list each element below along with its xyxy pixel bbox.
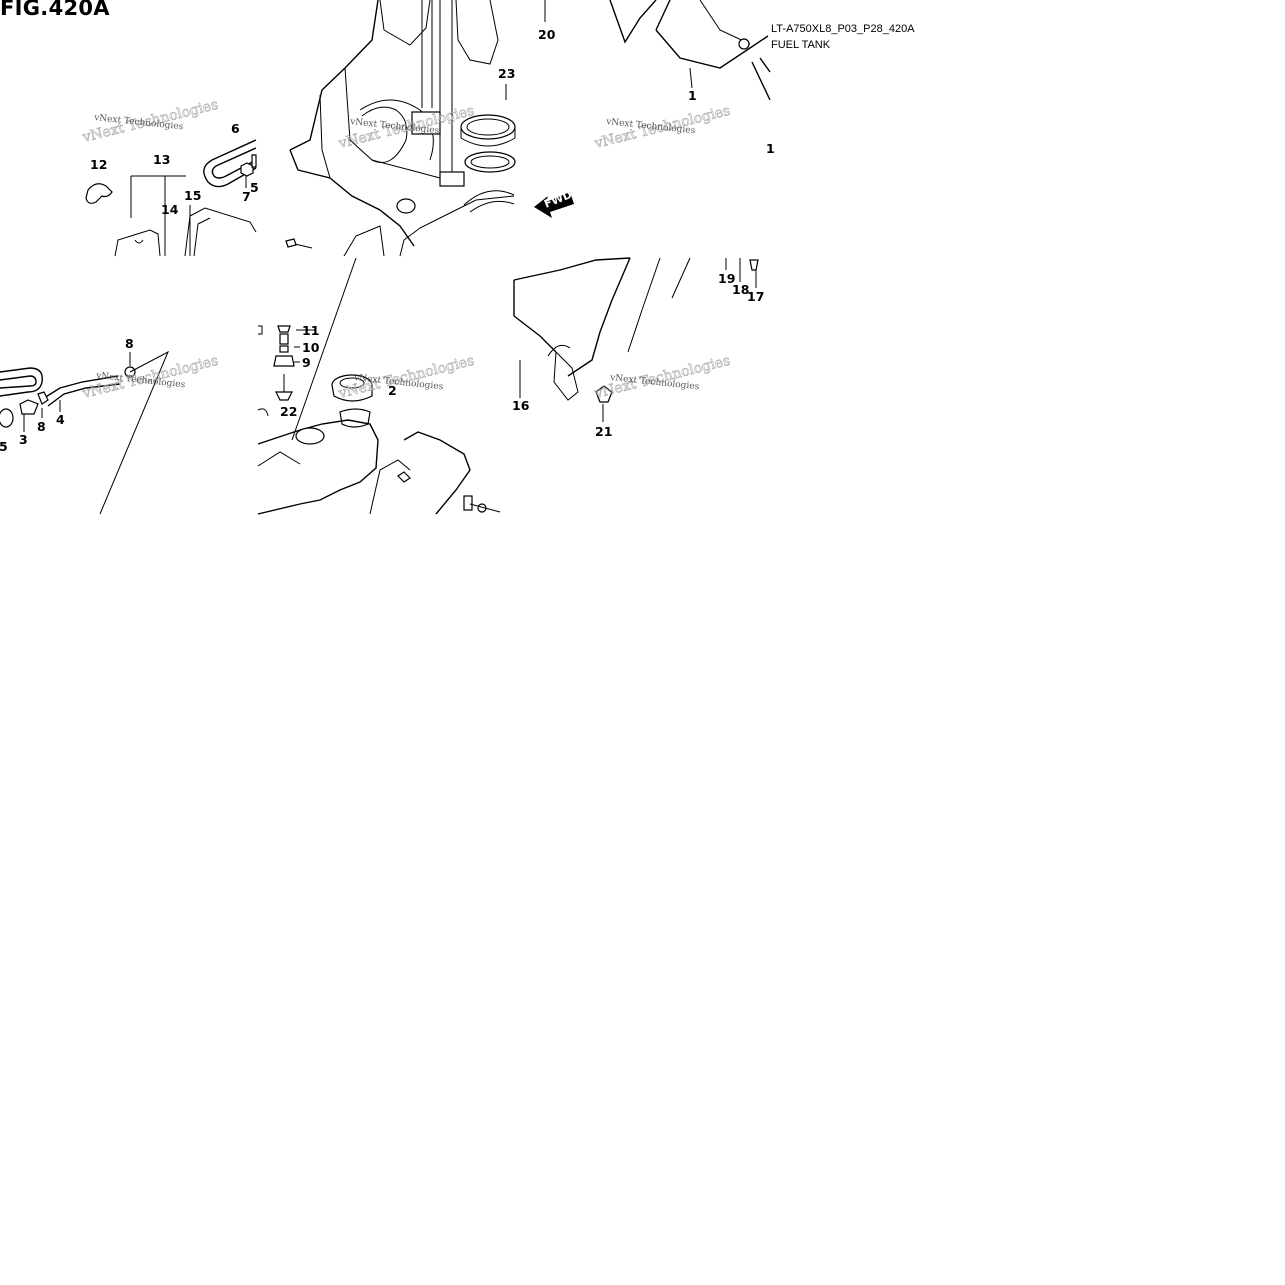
callout-20: 20 [538,27,556,42]
callout-1: 1 [688,88,697,103]
fwd-arrow [534,192,574,218]
callout-21: 21 [595,424,612,439]
callout-10: 10 [302,340,320,355]
callout-1: 1 [766,141,775,156]
callout-23: 23 [498,66,515,81]
callout-14: 14 [161,202,179,217]
figure-title: FIG.420A [0,0,110,20]
callout-3: 3 [19,432,28,447]
callout-2: 2 [388,383,397,398]
callout-7: 7 [242,189,251,204]
figure-code: LT-A750XL8_P03_P28_420A [771,23,915,35]
under-cover-group [513,257,759,422]
hose-clamp-group [85,139,257,257]
callout-19: 19 [718,271,735,286]
callout-17: 17 [747,289,764,304]
callout-15: 15 [184,188,201,203]
callout-4: 4 [56,412,65,427]
callout-5: 5 [0,439,8,454]
callout-11: 11 [302,323,319,338]
callout-layer: 1 1 2 3 4 5 5 6 7 8 8 9 10 11 12 13 14 1… [0,27,775,454]
callout-9: 9 [302,355,311,370]
breather-hose-group [0,350,170,515]
callout-5: 5 [250,180,259,195]
fuel-tank-body-group [257,257,501,515]
callout-12: 12 [90,157,107,172]
callout-16: 16 [512,398,530,413]
callout-8: 8 [125,336,134,351]
callout-6: 6 [231,121,240,136]
callout-13: 13 [153,152,170,167]
tank-frame-group [285,0,516,257]
callout-22: 22 [280,404,297,419]
figure-name: FUEL TANK [771,39,831,51]
watermark-layer: vNext Technologies vNext Technologies vN… [80,96,732,402]
callout-18: 18 [732,282,749,297]
side-cover-group [534,0,771,218]
callout-8: 8 [37,419,46,434]
